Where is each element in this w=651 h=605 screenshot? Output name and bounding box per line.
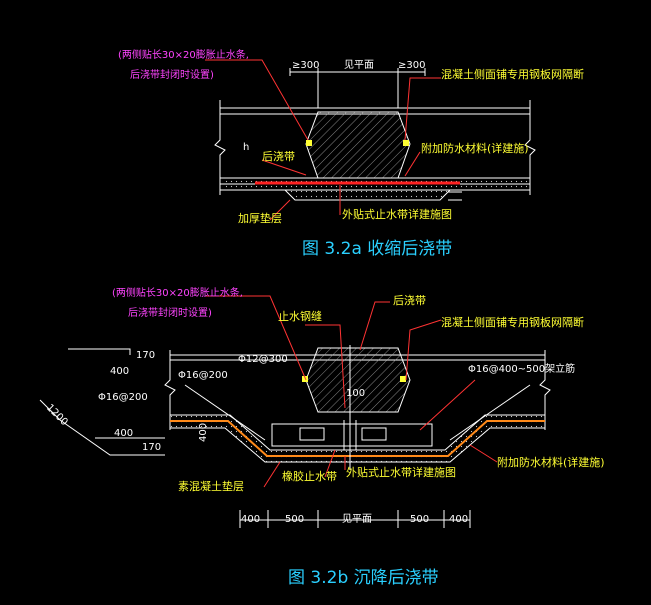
bottom-dim-1: 400: [241, 514, 260, 525]
dim-400-side: 400: [110, 366, 129, 377]
dim-170-top: 170: [136, 350, 155, 361]
expansion-strip-a-left: [306, 140, 312, 146]
label-a-waterstop: 外贴式止水带详建施图: [342, 207, 452, 221]
expansion-strip-b-right: [400, 376, 406, 382]
label-b-steel-mesh: 混凝土侧面铺专用钢板网隔断: [441, 315, 584, 329]
caption-a: 图 3.2a 收缩后浇带: [302, 239, 452, 259]
label-b-seam: 止水钢缝: [278, 309, 322, 323]
sunken-pit-cushion: [169, 414, 546, 463]
note-b-line1: (两侧贴长30×20膨胀止水条,: [112, 286, 243, 299]
bottom-dim-4: 500: [410, 514, 429, 525]
caption-b: 图 3.2b 沉降后浇带: [288, 568, 439, 588]
label-a-thick-cushion: 加厚垫层: [238, 211, 282, 225]
label-b-waterstop: 外贴式止水带详建施图: [346, 465, 456, 479]
expansion-strip-b-left: [302, 376, 308, 382]
diagonal-rebars: [184, 384, 531, 441]
label-a-waterproof: 附加防水材料(详建施): [421, 141, 529, 155]
label-b-cushion: 素混凝土垫层: [178, 479, 244, 493]
note-a-line1: (两侧贴长30×20膨胀止水条,: [118, 48, 249, 61]
dim-a-left: ≥300: [292, 60, 319, 71]
label-b-waterproof: 附加防水材料(详建施): [497, 455, 605, 469]
dim-170-low: 170: [142, 442, 161, 453]
rebar-main: Φ16@400~500架立筋: [468, 362, 575, 375]
dim-a-mid: 见平面: [344, 59, 374, 71]
bottom-dim-5: 400: [449, 514, 468, 525]
leaders-a: [205, 59, 441, 221]
h-mark: h: [243, 142, 249, 153]
rebar-top: Φ12@300: [238, 354, 288, 365]
dim-a-right: ≥300: [398, 60, 425, 71]
dim-mark-a-right: [448, 191, 462, 201]
note-b-line2: 后浇带封闭时设置): [128, 306, 212, 319]
rebar-200a: Φ16@200: [178, 370, 228, 381]
note-a-line2: 后浇带封闭时设置): [130, 68, 214, 81]
post-pour-band-b: [305, 347, 411, 413]
waterproof-layer-b: [170, 420, 545, 457]
figure-a: (两侧贴长30×20膨胀止水条, 后浇带封闭时设置) ≥300 见平面 ≥300…: [118, 48, 584, 259]
dim-100: 100: [346, 388, 365, 399]
left-steps: [39, 348, 165, 456]
thick-cushion-step: [284, 189, 451, 201]
dim-400-low: 400: [114, 428, 133, 439]
leaders-b: [205, 295, 498, 488]
post-pour-band-a: [305, 111, 411, 179]
label-a-steel-mesh: 混凝土侧面铺专用钢板网隔断: [441, 67, 584, 81]
label-b-rubber: 橡胶止水带: [282, 469, 337, 483]
bottom-dim-2: 500: [285, 514, 304, 525]
figure-b: (两侧贴长30×20膨胀止水条, 后浇带封闭时设置) 止水钢缝 后浇带 混凝土侧…: [39, 286, 605, 588]
dimline-a: [289, 68, 426, 108]
rebar-200b: Φ16@200: [98, 392, 148, 403]
expansion-strip-a-right: [403, 140, 409, 146]
bottom-dim-3: 见平面: [342, 513, 372, 525]
label-b-post-pour: 后浇带: [393, 294, 426, 307]
dim-400-v: 400: [198, 423, 209, 442]
label-a-post-pour: 后浇带: [262, 150, 295, 163]
rebar-cage: [271, 420, 433, 450]
dim-ticks-b: [239, 510, 471, 528]
